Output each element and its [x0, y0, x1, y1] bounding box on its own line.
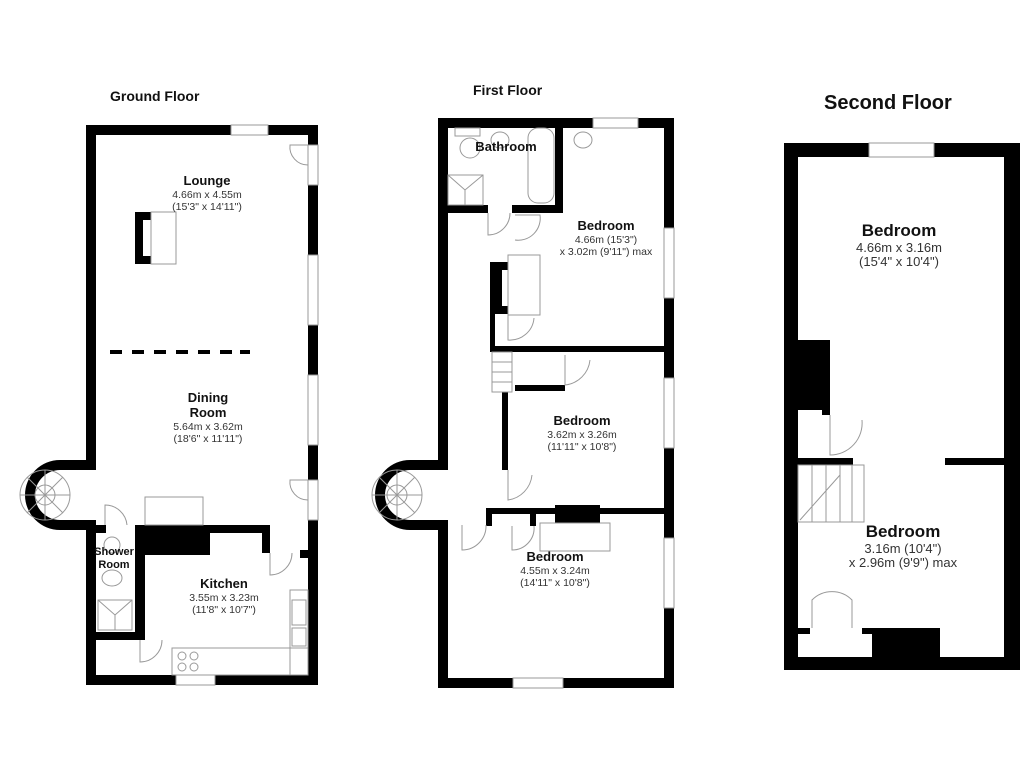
room-name: Bedroom	[861, 221, 937, 240]
room-dimensions-imperial: (15'4" x 10'4")	[859, 254, 939, 270]
room-dimensions-metric: 4.66m (15'3")	[574, 233, 638, 246]
room-label-bedroom-1: Bedroom 4.66m (15'3") x 3.02m (9'11") ma…	[559, 218, 653, 258]
door-icon	[487, 212, 511, 236]
room-name: Bedroom	[577, 218, 635, 233]
room-dimensions-metric: 3.16m (10'4")	[864, 540, 942, 556]
door-icon	[104, 504, 128, 526]
room-dimensions-metric: 3.62m x 3.26m	[547, 428, 617, 441]
door-icon	[811, 591, 853, 628]
room-label-second-bedroom-2: Bedroom 3.16m (10'4") x 2.96m (9'9") max	[849, 522, 957, 571]
door-icon	[507, 470, 533, 501]
room-name: Bedroom	[865, 522, 941, 541]
door-icon	[564, 355, 591, 386]
room-dimensions-imperial: (11'11" x 10'8")	[547, 441, 617, 453]
door-icon	[514, 214, 541, 241]
room-dimensions-imperial: x 2.96m (9'9") max	[848, 555, 958, 571]
room-dimensions-imperial: (18'6" x 11'11")	[173, 432, 243, 445]
room-dimensions-imperial: (11'8" x 10'7")	[192, 604, 256, 616]
room-name: Lounge	[183, 173, 231, 188]
second-floor-plan	[784, 143, 1020, 670]
ground-floor-fixtures	[19, 124, 319, 686]
window-icon	[663, 537, 675, 609]
window-icon	[663, 227, 675, 299]
door-icon	[507, 314, 535, 341]
room-name: Bathroom	[475, 139, 537, 154]
room-name: Kitchen	[200, 576, 248, 591]
room-dimensions-metric: 4.55m x 3.24m	[520, 564, 590, 577]
window-icon	[868, 142, 935, 158]
first-floor-fixtures	[371, 117, 675, 689]
window-icon	[592, 117, 639, 129]
door-icon	[269, 552, 293, 576]
room-dimensions-imperial: (15'3" x 14'11")	[172, 201, 242, 213]
room-name: Dining	[187, 390, 229, 405]
first-floor-plan	[375, 118, 674, 688]
room-name-line2: Room	[98, 558, 130, 571]
window-icon	[175, 674, 216, 686]
room-dimensions-imperial: x 3.02m (9'11") max	[559, 246, 653, 258]
ground-floor-title: Ground Floor	[110, 88, 200, 104]
room-dimensions-metric: 5.64m x 3.62m	[173, 420, 243, 433]
room-label-bathroom: Bathroom	[475, 139, 537, 155]
door-icon	[289, 144, 309, 166]
room-dimensions-metric: 3.55m x 3.23m	[189, 591, 259, 604]
door-icon	[511, 525, 535, 551]
room-dimensions-metric: 4.66m x 4.55m	[172, 188, 242, 201]
room-name: Shower	[94, 546, 134, 558]
room-name: Bedroom	[553, 413, 611, 428]
second-floor-title: Second Floor	[824, 92, 952, 114]
door-icon	[139, 639, 163, 663]
room-label-lounge: Lounge 4.66m x 4.55m (15'3" x 14'11")	[172, 173, 242, 213]
room-label-bedroom-3: Bedroom 4.55m x 3.24m (14'11" x 10'8")	[520, 549, 590, 589]
room-label-bedroom-2: Bedroom 3.62m x 3.26m (11'11" x 10'8")	[547, 413, 617, 453]
door-icon	[289, 479, 309, 501]
window-icon	[663, 377, 675, 449]
first-floor-title: First Floor	[473, 82, 543, 98]
room-label-second-bedroom-1: Bedroom 4.66m x 3.16m (15'4" x 10'4")	[856, 221, 942, 270]
ground-floor-plan	[25, 125, 318, 685]
window-icon	[307, 374, 319, 446]
door-icon	[829, 415, 863, 456]
room-name: Bedroom	[526, 549, 584, 564]
window-icon	[307, 254, 319, 326]
lounge-dining-divider	[110, 350, 250, 354]
window-icon	[512, 677, 564, 689]
room-label-shower-room: Shower Room	[94, 546, 134, 571]
room-dimensions-imperial: (14'11" x 10'8")	[520, 577, 590, 589]
second-floor-fixtures	[797, 142, 935, 628]
room-dimensions-metric: 4.66m x 3.16m	[856, 239, 942, 255]
door-icon	[461, 524, 487, 551]
room-name-line2: Room	[189, 404, 227, 420]
room-label-kitchen: Kitchen 3.55m x 3.23m (11'8" x 10'7")	[189, 576, 259, 616]
window-icon	[230, 124, 269, 136]
room-label-dining-room: Dining Room 5.64m x 3.62m (18'6" x 11'11…	[173, 390, 243, 445]
